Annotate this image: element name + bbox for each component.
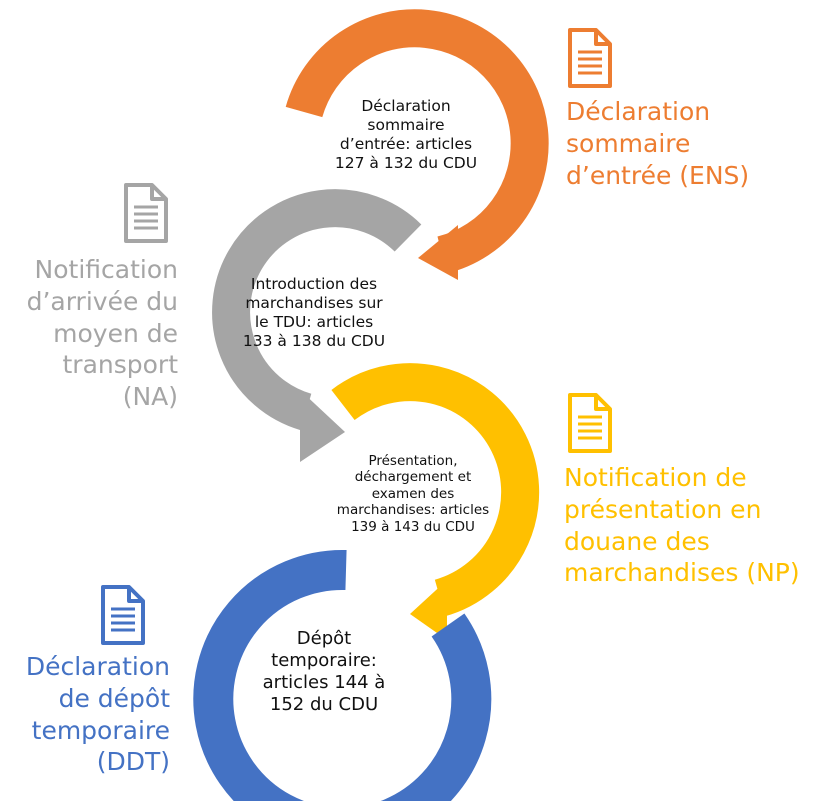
- yellow-arrow: [331, 363, 540, 640]
- np-step-description: Présentation, déchargement et examen des…: [336, 453, 490, 535]
- na-step-description: Introduction des marchandises sur le TDU…: [242, 275, 386, 350]
- np-document-icon: [568, 393, 612, 453]
- ddt-step-description: Dépôt temporaire: articles 144 à 152 du …: [262, 628, 386, 715]
- orange-arrow: [285, 9, 549, 280]
- na-document-icon: [124, 183, 168, 243]
- ens-document-icon: [568, 28, 612, 88]
- ddt-label: Déclaration de dépôt temporaire (DDT): [25, 652, 170, 777]
- ens-step-description: Déclaration sommaire d’entrée: articles …: [334, 97, 478, 172]
- ddt-document-icon: [101, 585, 145, 645]
- blue-ring: [193, 549, 492, 801]
- ens-label: Déclaration sommaire d’entrée (ENS): [566, 97, 750, 190]
- np-label: Notification de présentation en douane d…: [564, 463, 800, 588]
- gray-arrow: [212, 189, 422, 462]
- na-label: Notification d’arrivée du moyen de trans…: [26, 255, 178, 411]
